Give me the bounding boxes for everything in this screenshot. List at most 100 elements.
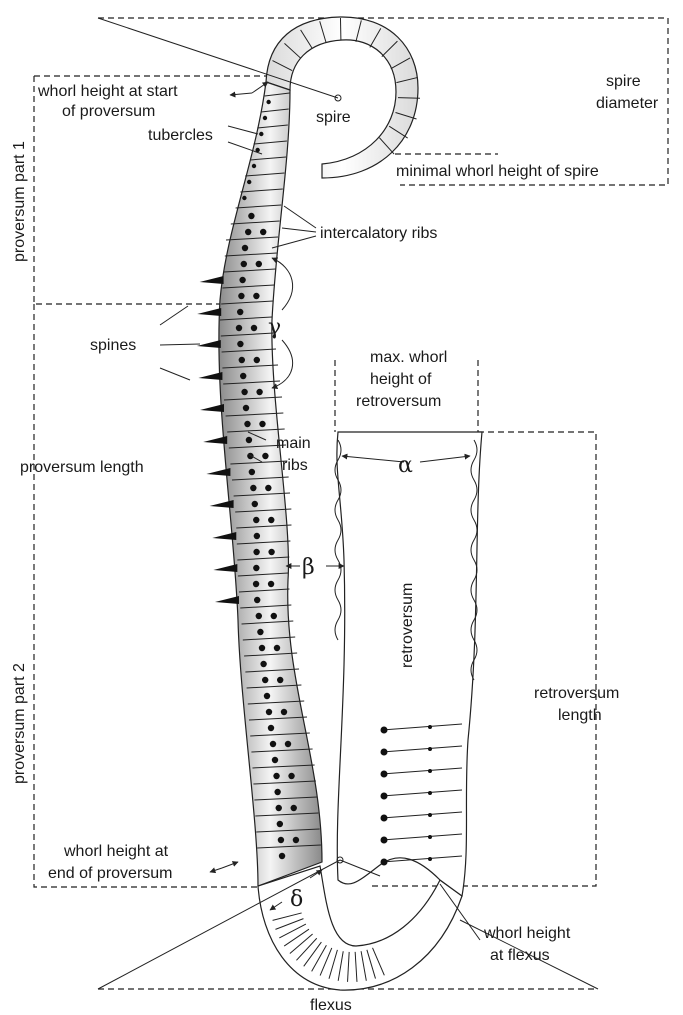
tubercle xyxy=(281,709,287,715)
tubercle xyxy=(246,437,252,443)
spine xyxy=(215,596,239,604)
tubercle xyxy=(252,501,258,507)
spire-label: spire xyxy=(316,109,351,126)
flexus-bend xyxy=(258,866,462,990)
spine xyxy=(203,436,227,444)
spine xyxy=(210,500,234,508)
retroversum-label: retroversum xyxy=(399,583,416,668)
tubercle xyxy=(268,517,274,523)
whorl-start-label-2: of proversum xyxy=(62,103,155,120)
retro-tubercle-small xyxy=(428,813,432,817)
max-whorl-label-1: max. whorl xyxy=(370,349,447,366)
tubercle xyxy=(277,821,283,827)
tubercle xyxy=(271,613,277,619)
proversum-part-1-label: proversum part 1 xyxy=(11,141,28,262)
tubercle xyxy=(236,325,242,331)
tubercle xyxy=(244,421,250,427)
proversum-length-label: proversum length xyxy=(20,459,144,476)
labels: whorl height at start of proversum spire… xyxy=(11,73,659,1014)
tubercle xyxy=(254,533,260,539)
spire-rib xyxy=(398,98,420,99)
tubercle xyxy=(266,100,270,104)
tubercle xyxy=(242,245,248,251)
tubercle xyxy=(237,309,243,315)
tubercle xyxy=(239,357,245,363)
spine xyxy=(197,308,221,316)
retro-tubercle-small xyxy=(428,747,432,751)
tubercle xyxy=(241,389,247,395)
tubercle xyxy=(253,549,259,555)
whorl-flexus-label-1: whorl height xyxy=(483,925,571,942)
tubercle xyxy=(270,741,276,747)
tubercle xyxy=(293,837,299,843)
ribs-leader-2 xyxy=(282,228,316,232)
alpha-label: α xyxy=(398,453,413,478)
tubercle xyxy=(248,213,254,219)
whorl-end-arrow-right xyxy=(222,862,238,868)
spines-leader-2 xyxy=(160,344,200,345)
tubercle xyxy=(253,565,259,571)
retro-tubercle xyxy=(381,771,388,778)
minimal-whorl-label: minimal whorl height of spire xyxy=(396,163,599,180)
tubercle xyxy=(291,805,297,811)
whorl-end-arrow-left xyxy=(210,868,222,872)
spine xyxy=(197,340,221,348)
tubercle xyxy=(265,485,271,491)
tubercle xyxy=(274,645,280,651)
tubercle xyxy=(262,677,268,683)
tubercle xyxy=(259,421,265,427)
retro-tubercle-small xyxy=(428,791,432,795)
retro-tubercle-small xyxy=(428,725,432,729)
flexus-label: flexus xyxy=(310,997,352,1014)
tubercle xyxy=(238,293,244,299)
spines-label: spines xyxy=(90,337,136,354)
main-ribs-label-2: ribs xyxy=(282,457,308,474)
tubercle xyxy=(268,725,274,731)
spines-leader-3 xyxy=(160,368,190,380)
tubercle xyxy=(254,357,260,363)
tubercle xyxy=(243,405,249,411)
spine xyxy=(200,276,224,284)
tubercle xyxy=(288,773,294,779)
tubercle xyxy=(256,389,262,395)
retro-tubercle-small xyxy=(428,857,432,861)
tubercle xyxy=(266,709,272,715)
retro-tubercle-small xyxy=(428,769,432,773)
tubercle xyxy=(278,837,284,843)
tubercle xyxy=(277,677,283,683)
retroversum-length-label-1: retroversum xyxy=(534,685,619,702)
tubercle xyxy=(250,485,256,491)
spine xyxy=(212,532,236,540)
whorl-end-label-2: end of proversum xyxy=(48,865,173,882)
tubercle xyxy=(279,853,285,859)
whorl-start-label-1: whorl height at start xyxy=(37,83,178,100)
beta-label: β xyxy=(302,555,315,580)
tubercle xyxy=(253,293,259,299)
retroversum-length-label-2: length xyxy=(558,707,602,724)
tubercle xyxy=(253,517,259,523)
tubercle xyxy=(240,373,246,379)
tubercle xyxy=(253,581,259,587)
tubercle xyxy=(257,629,263,635)
tubercle xyxy=(259,132,263,136)
tubercle xyxy=(263,116,267,120)
retro-tubercle xyxy=(381,749,388,756)
retro-tubercle xyxy=(381,815,388,822)
spines-leader-1 xyxy=(160,306,188,325)
retro-tubercle xyxy=(381,837,388,844)
spine xyxy=(200,404,224,412)
retro-tubercle xyxy=(381,859,388,866)
tubercle xyxy=(273,773,279,779)
tubercle xyxy=(259,645,265,651)
tubercle xyxy=(264,693,270,699)
spine xyxy=(198,372,222,380)
tubercle xyxy=(260,229,266,235)
tubercle xyxy=(239,277,245,283)
spire-diameter-label-2: diameter xyxy=(596,95,659,112)
tubercle xyxy=(242,196,246,200)
tubercle xyxy=(251,325,257,331)
max-whorl-label-2: height of xyxy=(370,371,432,388)
tubercle xyxy=(274,789,280,795)
spine xyxy=(206,468,230,476)
